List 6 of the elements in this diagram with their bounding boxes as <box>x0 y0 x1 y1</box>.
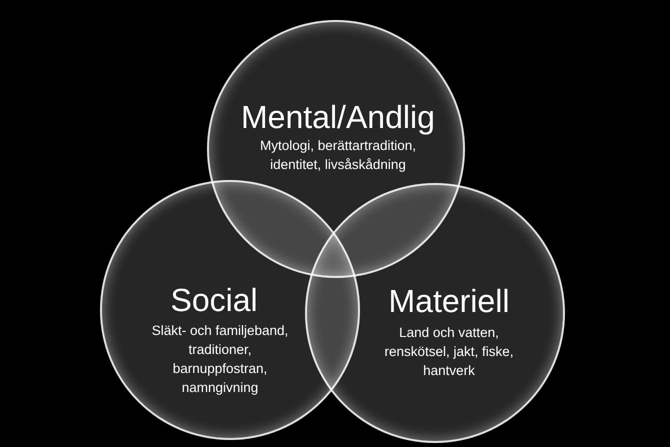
circle-description: Land och vatten, renskötsel, jakt, fiske, hantverk <box>383 324 515 380</box>
circle-heading: Materiell <box>388 284 510 318</box>
circle-heading: Social <box>170 283 258 317</box>
circle-description: Mytologi, berättartradition, identitet, livsåskådning <box>258 137 418 174</box>
circle-heading: Mental/Andlig <box>241 100 435 134</box>
circle-description: Släkt- och familjeband, traditioner, barnuppfostran, namngivning <box>150 322 290 397</box>
